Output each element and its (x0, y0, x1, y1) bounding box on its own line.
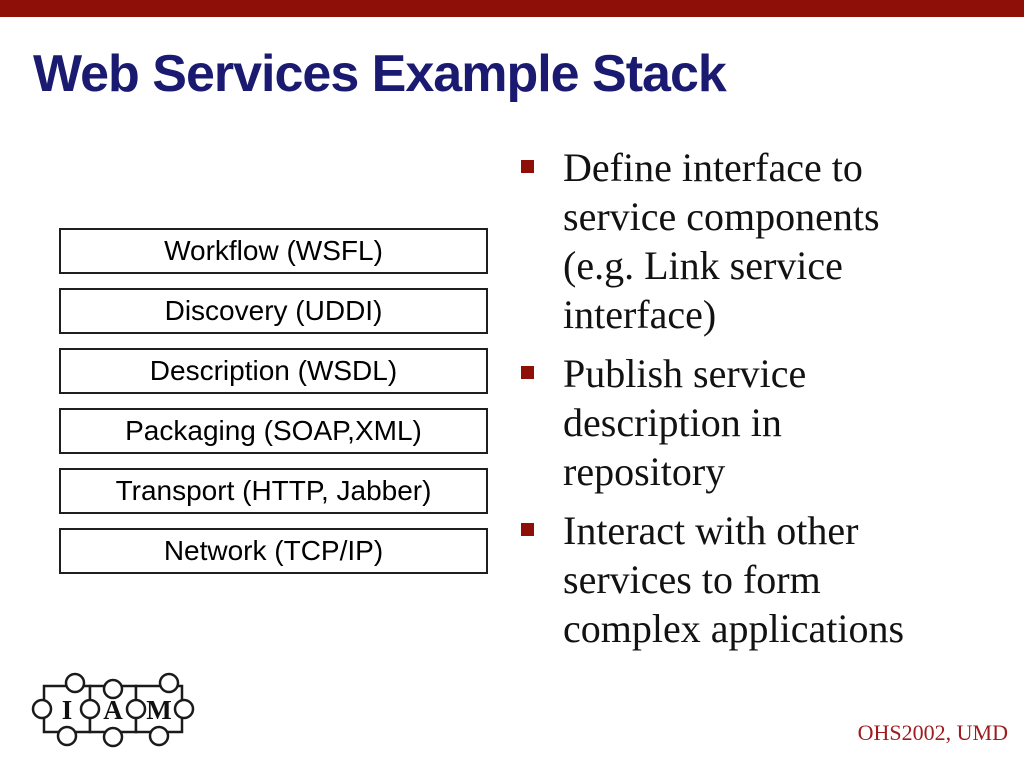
logo-letter-a: A (103, 695, 123, 725)
stack-box-label: Network (TCP/IP) (163, 535, 384, 566)
footer-credit: OHS2002, UMD (857, 720, 1008, 745)
puzzle-logo-icon: I A M (31, 672, 195, 748)
stack-box-label: Transport (HTTP, Jabber) (115, 475, 432, 506)
logo-letter-m: M (146, 695, 171, 725)
bullet-item: Define interface to service components (… (521, 143, 1021, 339)
stack-box: Network (TCP/IP) (59, 528, 488, 574)
stack-box: Transport (HTTP, Jabber) (59, 468, 488, 514)
bullet-square-icon (521, 160, 534, 173)
stack-box-label: Packaging (SOAP,XML) (125, 415, 422, 446)
logo-letter-i: I (62, 695, 73, 725)
stack-box-label: Discovery (UDDI) (164, 295, 383, 326)
stack-box: Discovery (UDDI) (59, 288, 488, 334)
page-title: Web Services Example Stack (33, 45, 727, 103)
stack-box: Description (WSDL) (59, 348, 488, 394)
stack-box-label: Description (WSDL) (149, 355, 398, 386)
stack-box: Packaging (SOAP,XML) (59, 408, 488, 454)
bullet-text: Interact with other services to form com… (563, 508, 905, 651)
bullet-item: Interact with other services to form com… (521, 506, 1021, 653)
bullet-text: Define interface to service components (… (563, 145, 880, 337)
bullet-list: Define interface to service components (… (521, 143, 1021, 663)
iam-logo: I A M (30, 660, 200, 765)
stack-box: Workflow (WSFL) (59, 228, 488, 274)
bullet-text: Publish service description in repositor… (563, 351, 807, 494)
stack-box-label: Workflow (WSFL) (164, 235, 383, 266)
bullet-item: Publish service description in repositor… (521, 349, 1021, 496)
top-accent-bar (0, 0, 1024, 17)
stack-diagram: Workflow (WSFL) Discovery (UDDI) Descripti… (59, 228, 488, 588)
bullet-square-icon (521, 523, 534, 536)
bullet-square-icon (521, 366, 534, 379)
